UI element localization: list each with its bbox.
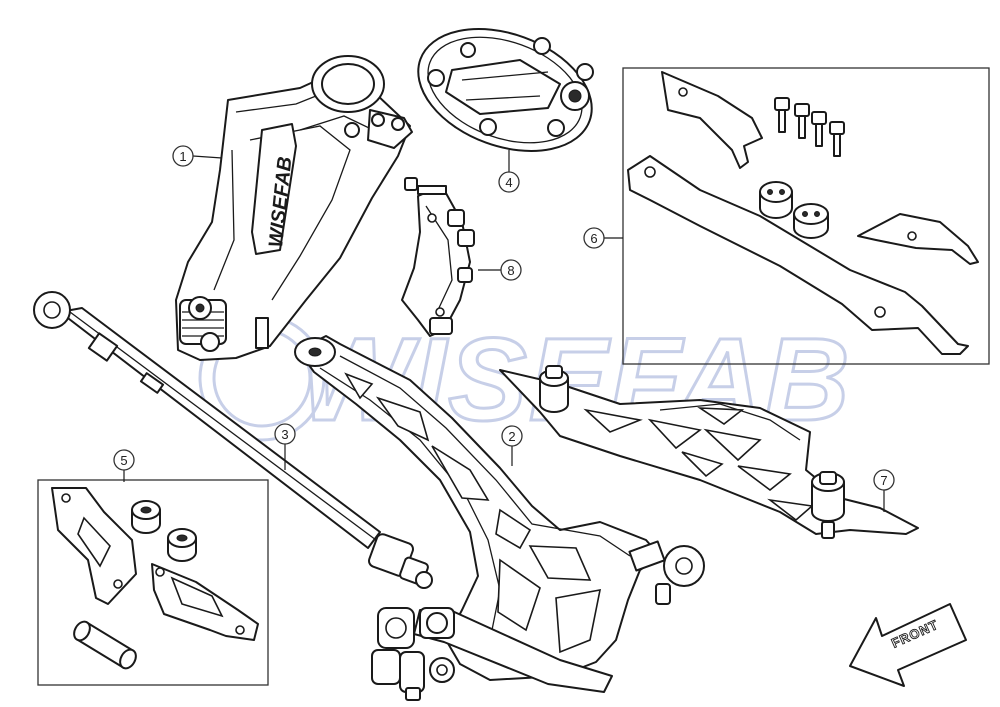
part-1-bottom-pivot [179,296,269,352]
upper-link-assembly [371,607,613,701]
part-6-kit [622,67,990,365]
part-1-upright: WISEFAB [175,55,413,361]
front-arrow: FRONT [849,603,967,687]
callout-4: 4 [498,150,520,193]
part-6-bar-hole-left [644,166,656,178]
part-5-spacer [73,620,137,670]
part-5-bushings [131,500,197,562]
part-6-bushings [759,181,829,239]
part-7-bushing-left [539,365,569,413]
part-3-rod-end-right [368,533,433,589]
part-4-bolts [427,37,594,137]
part-6-bracket-right [857,213,979,265]
part-7-bushing-right [811,471,845,539]
part-6-bracket-right-hole [907,231,917,241]
callout-8: 8 [478,259,522,281]
front-arrow-shape [849,603,967,687]
callout-4-number: 4 [505,175,512,190]
callout-5: 5 [113,449,135,482]
part-6-bracket-hole [678,87,688,97]
part-4-lock-plate [417,28,594,152]
part-6-bolts [774,97,845,157]
callouts: 1 2 3 4 5 6 7 [113,145,895,512]
callout-2: 2 [501,425,523,466]
callout-6-number: 6 [590,231,597,246]
part-2-arm-body [297,335,661,681]
callout-8-number: 8 [507,263,514,278]
part-6-bracket-small [661,71,763,169]
part-8-bracket [401,177,475,337]
callout-3-number: 3 [281,427,288,442]
part-3-rod [59,307,381,549]
part-2-control-arm [294,335,705,681]
part-5-box [37,479,269,686]
callout-7: 7 [873,469,895,512]
callout-3: 3 [274,423,296,470]
callout-2-number: 2 [508,429,515,444]
part-6-box [622,67,990,365]
part-5-kit [37,479,269,686]
part-2-rod-end-right [628,540,705,605]
part-3-tie-rod [33,291,433,589]
part-6-long-bar [627,155,969,355]
part-7-subframe [499,365,919,539]
callout-5-number: 5 [120,453,127,468]
callout-7-number: 7 [880,473,887,488]
callout-6: 6 [583,227,623,249]
part-6-bar-hole-right [874,306,886,318]
callout-1: 1 [172,145,223,167]
callout-1-number: 1 [179,149,186,164]
